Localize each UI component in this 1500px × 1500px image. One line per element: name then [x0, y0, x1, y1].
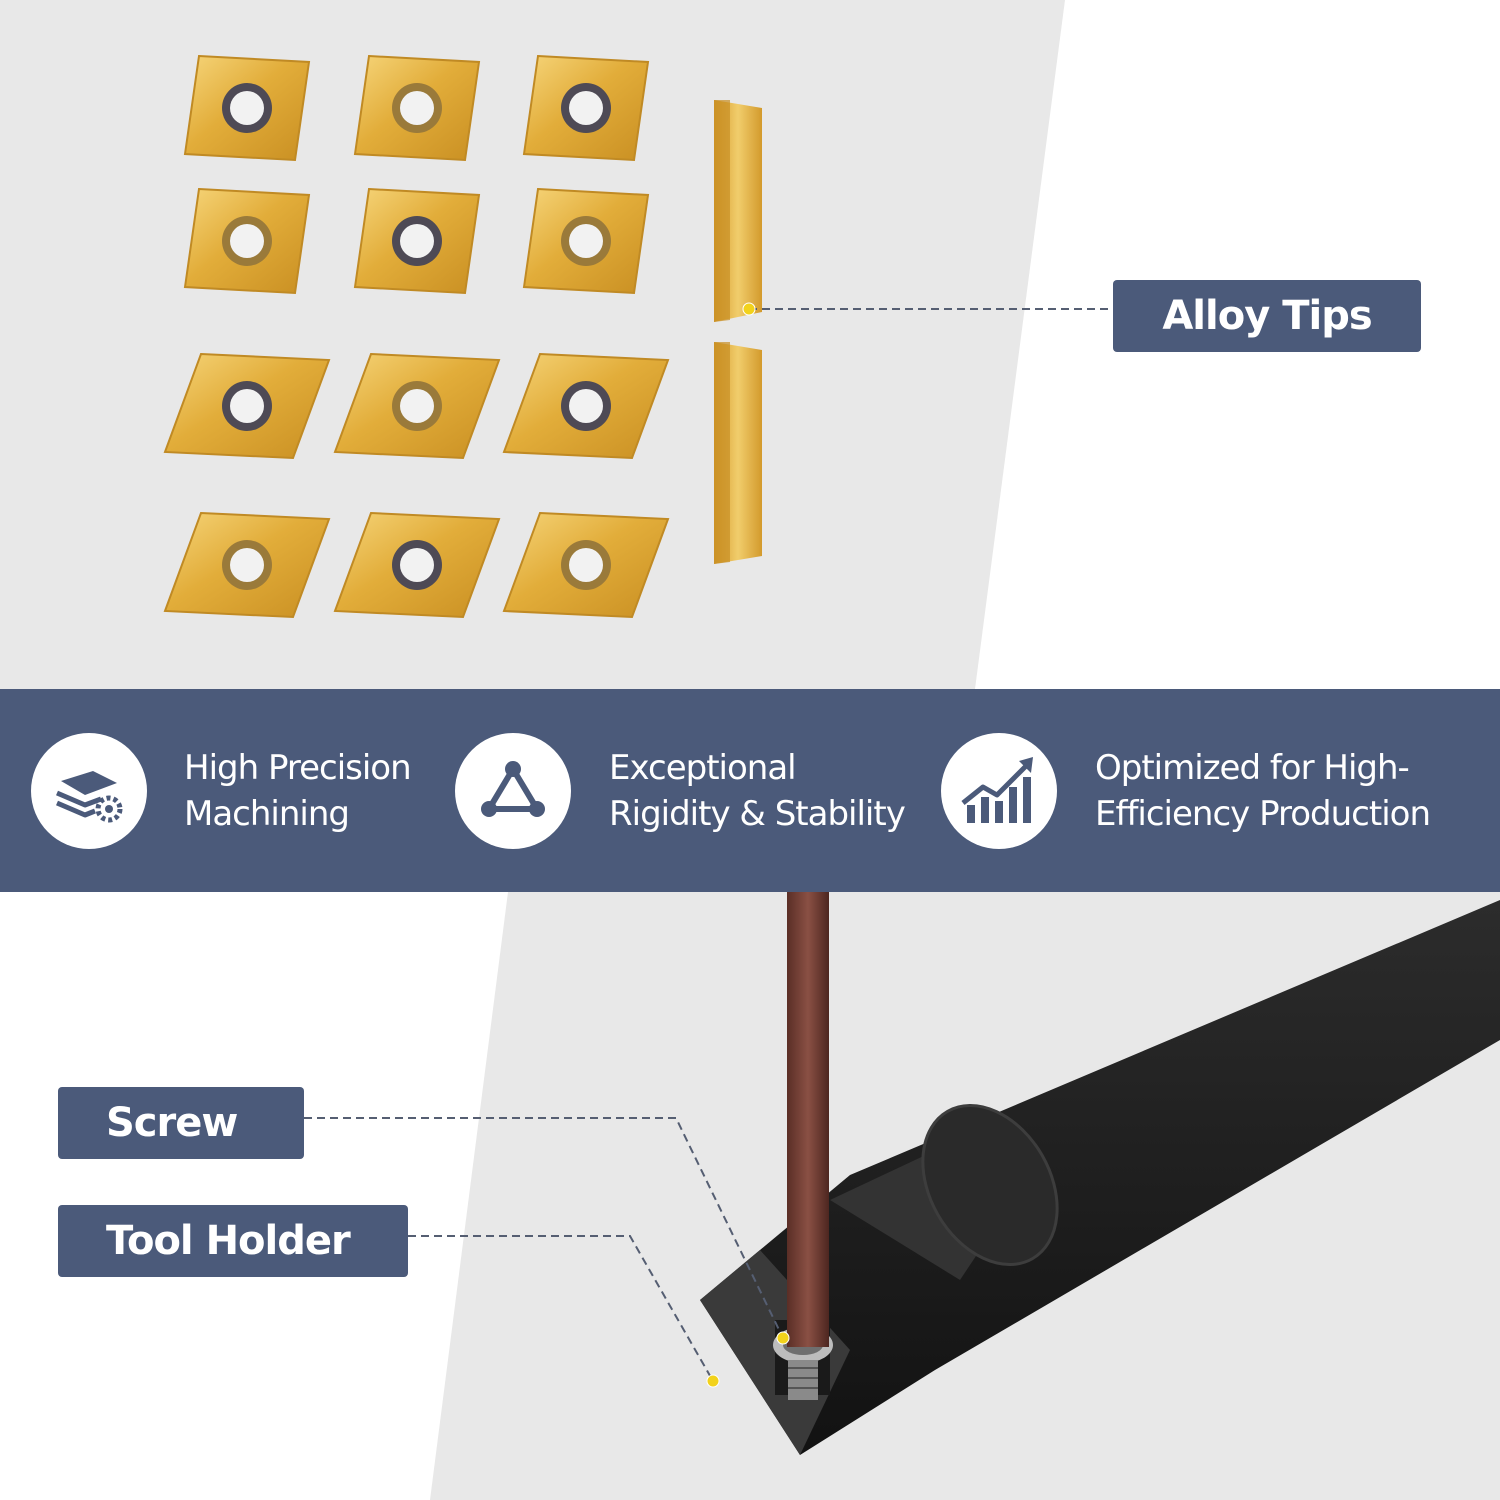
carbide-insert — [163, 511, 331, 619]
grooving-blade-top — [714, 100, 762, 322]
feature-rigidity-line1: Exceptional — [609, 748, 797, 788]
carbide-insert — [183, 54, 311, 162]
tool-holder-marker — [706, 1374, 720, 1388]
tool-holder-label: Tool Holder — [58, 1205, 408, 1277]
carbide-insert — [522, 187, 650, 295]
carbide-insert — [502, 352, 670, 460]
screw-label: Screw — [58, 1087, 304, 1159]
carbide-insert — [522, 54, 650, 162]
carbide-insert — [163, 352, 331, 460]
feature-rigidity: Exceptional Rigidity & Stability — [609, 745, 906, 837]
triangle-nodes-icon — [455, 733, 571, 849]
screw-marker — [776, 1331, 790, 1345]
alloy-tips-label: Alloy Tips — [1113, 280, 1421, 352]
layers-gear-icon — [31, 733, 147, 849]
carbide-insert — [333, 511, 501, 619]
feature-precision-line2: Machining — [184, 794, 350, 834]
feature-rigidity-line2: Rigidity & Stability — [609, 794, 906, 834]
feature-precision: High Precision Machining — [184, 745, 412, 837]
hex-key — [787, 892, 829, 1347]
feature-efficiency-line1: Optimized for High- — [1095, 748, 1410, 788]
tool-holder-leader — [408, 1235, 714, 1382]
carbide-insert — [353, 187, 481, 295]
screw-leader — [304, 1117, 784, 1339]
carbide-insert — [353, 54, 481, 162]
carbide-insert — [502, 511, 670, 619]
carbide-inserts — [163, 54, 670, 619]
carbide-insert — [333, 352, 501, 460]
feature-precision-line1: High Precision — [184, 748, 412, 788]
grooving-blade-bottom — [714, 342, 762, 564]
alloy-tips-marker — [742, 302, 756, 316]
growth-chart-icon — [941, 733, 1057, 849]
features-band: High Precision Machining Exceptional Rig… — [0, 689, 1500, 892]
carbide-insert — [183, 187, 311, 295]
feature-efficiency-line2: Efficiency Production — [1095, 794, 1431, 834]
feature-efficiency: Optimized for High- Efficiency Productio… — [1095, 745, 1431, 837]
